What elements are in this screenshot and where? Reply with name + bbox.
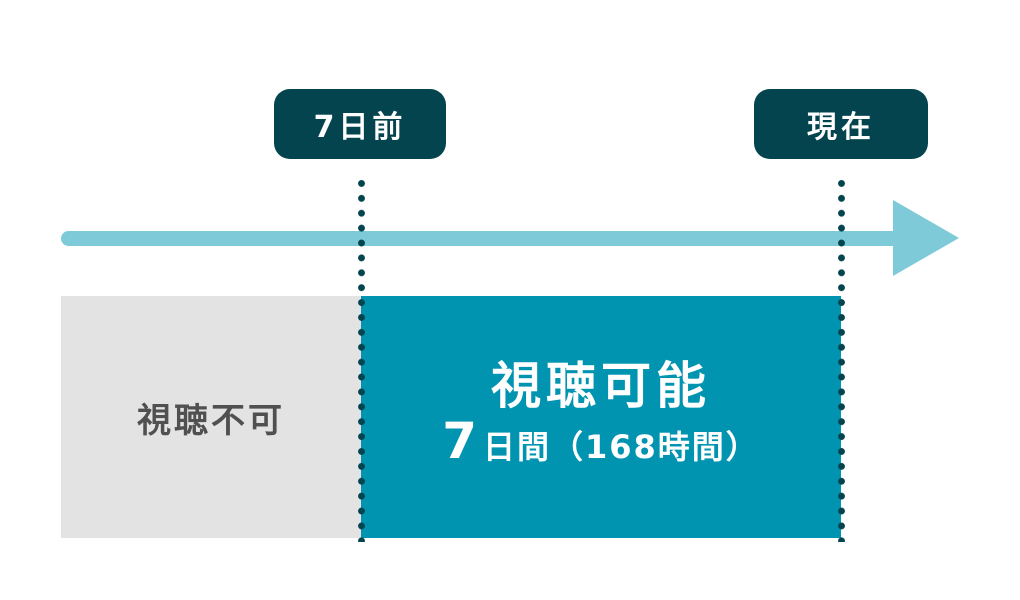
dotted-line-now — [838, 176, 845, 542]
available-title: 視聴可能 — [491, 357, 711, 415]
block-available: 視聴可能 7 日間（168時間） — [361, 296, 841, 538]
marker-now-label: 現在 — [807, 110, 875, 145]
available-duration-text: 日間（168時間） — [482, 428, 760, 466]
available-duration: 7 日間（168時間） — [442, 416, 760, 472]
marker-now: 現在 — [754, 89, 928, 159]
marker-7-days-ago: 7日前 — [274, 89, 446, 159]
unavailable-label: 視聴不可 — [137, 400, 285, 441]
block-unavailable: 視聴不可 — [61, 296, 361, 538]
timeline-bar — [61, 231, 911, 246]
marker-7-days-ago-label: 7日前 — [313, 110, 407, 145]
available-duration-number: 7 — [442, 412, 479, 470]
dotted-line-7-days-ago — [358, 176, 365, 542]
timeline-arrow-head-icon — [893, 200, 959, 276]
